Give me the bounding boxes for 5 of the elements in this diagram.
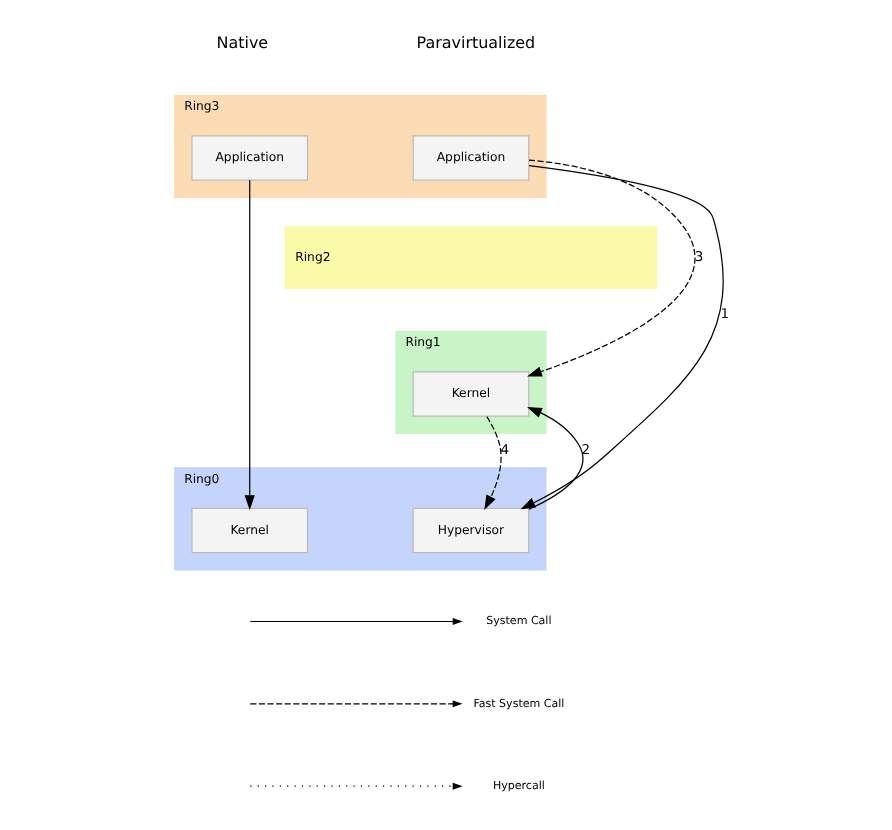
arrow xyxy=(526,159,695,377)
arrow xyxy=(243,179,254,510)
arrow xyxy=(483,416,501,510)
arrow xyxy=(519,165,723,510)
arrow xyxy=(526,407,583,510)
